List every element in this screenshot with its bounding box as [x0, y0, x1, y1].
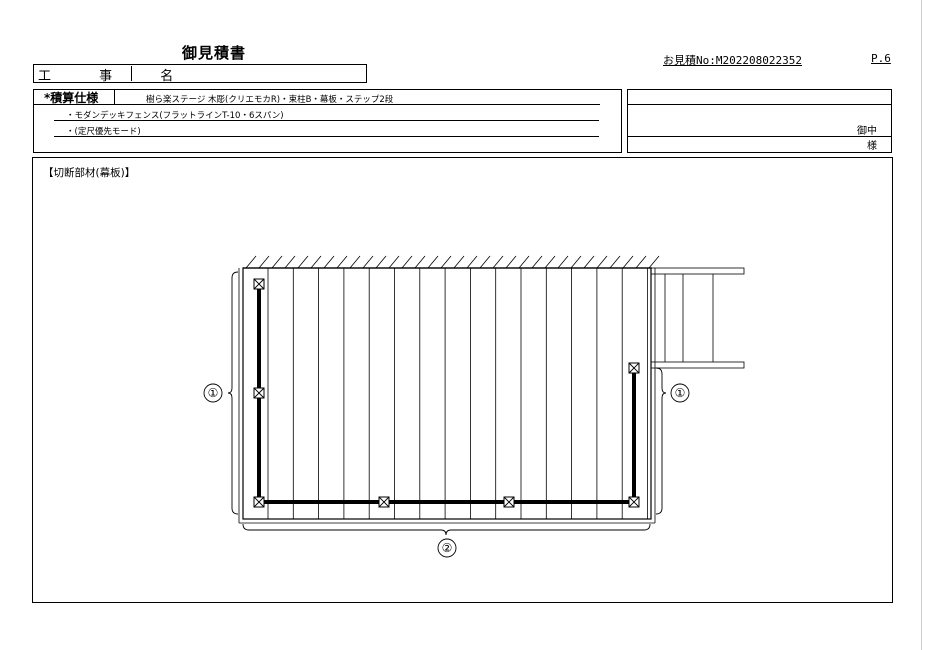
spec-box: *積算仕様 樹ら楽ステージ 木彫(クリエモカR)・束柱B・幕板・ステップ2段 ・… — [33, 89, 622, 153]
drawing-box: 【切断部材(幕板)】 — [32, 157, 893, 603]
hatch-line — [609, 255, 621, 269]
hatch-line — [440, 255, 452, 269]
hatch-line — [583, 255, 595, 269]
spec-heading-box: *積算仕様 — [34, 90, 115, 105]
marker-circle-right — [670, 383, 690, 403]
hatch-line — [310, 255, 322, 269]
hatch-line — [479, 255, 491, 269]
marker-left: ① — [208, 386, 219, 400]
project-label: 工 事 名 — [38, 69, 196, 84]
marker-right: ① — [675, 386, 686, 400]
client-box: 御中 様 — [627, 89, 892, 153]
spec-rule-3 — [54, 136, 599, 137]
document-title: 御見積書 — [182, 44, 247, 62]
hatch-line — [427, 255, 439, 269]
client-onchu: 御中 — [857, 126, 877, 137]
hatch-line — [453, 255, 465, 269]
deck-outline — [242, 267, 652, 520]
hatch-line — [544, 255, 556, 269]
hatch-line — [284, 255, 296, 269]
hatch-line — [414, 255, 426, 269]
client-sama: 様 — [867, 141, 877, 152]
joint-marker — [628, 496, 640, 508]
joint-marker — [503, 496, 515, 508]
hatch-line — [466, 255, 478, 269]
hatch-line — [388, 255, 400, 269]
hatch-line — [401, 255, 413, 269]
hatch-line — [492, 255, 504, 269]
spec-line-2: ・モダンデッキフェンス(フラットラインT-10・6スパン) — [66, 111, 284, 121]
section-label: 【切断部材(幕板)】 — [43, 167, 136, 179]
spec-rule-1 — [115, 104, 600, 105]
spec-rule-2 — [54, 120, 599, 121]
hatch-line — [258, 255, 270, 269]
page-number: P.6 — [871, 52, 891, 65]
joint-marker — [253, 278, 265, 290]
joint-marker — [253, 387, 265, 399]
hatch-line — [596, 255, 608, 269]
hatch-line — [271, 255, 283, 269]
hatch-line — [635, 255, 647, 269]
project-label-divider — [131, 66, 132, 81]
hatch-line — [648, 255, 660, 269]
wall-hatching — [245, 255, 660, 269]
marker-circle-left — [203, 383, 223, 403]
hatch-line — [505, 255, 517, 269]
project-name-box — [33, 64, 367, 83]
hatch-line — [245, 255, 257, 269]
hatch-line — [297, 255, 309, 269]
client-rule-1 — [628, 104, 891, 105]
joint-markers — [253, 278, 640, 508]
spec-heading: *積算仕様 — [44, 91, 99, 105]
joint-marker — [253, 496, 265, 508]
spec-line-1: 樹ら楽ステージ 木彫(クリエモカR)・束柱B・幕板・ステップ2段 — [146, 95, 394, 105]
hatch-line — [375, 255, 387, 269]
hatch-line — [336, 255, 348, 269]
marker-circle-bottom — [437, 538, 457, 558]
dimension-braces — [227, 271, 667, 536]
hatch-line — [570, 255, 582, 269]
fascia-members — [257, 284, 636, 504]
client-rule-2 — [628, 136, 891, 137]
joint-marker — [378, 496, 390, 508]
page-edge-line — [921, 0, 922, 650]
marker-bottom: ② — [442, 541, 453, 555]
hatch-line — [518, 255, 530, 269]
spec-line-3: ・(定尺優先モード) — [66, 127, 141, 137]
joint-marker — [628, 362, 640, 374]
hatch-line — [557, 255, 569, 269]
deck-boards — [267, 268, 648, 519]
hatch-line — [349, 255, 361, 269]
hatch-line — [531, 255, 543, 269]
estimate-number: お見積No:M202208022352 — [663, 54, 802, 67]
step — [650, 267, 745, 369]
hatch-line — [362, 255, 374, 269]
hatch-line — [622, 255, 634, 269]
hatch-line — [323, 255, 335, 269]
